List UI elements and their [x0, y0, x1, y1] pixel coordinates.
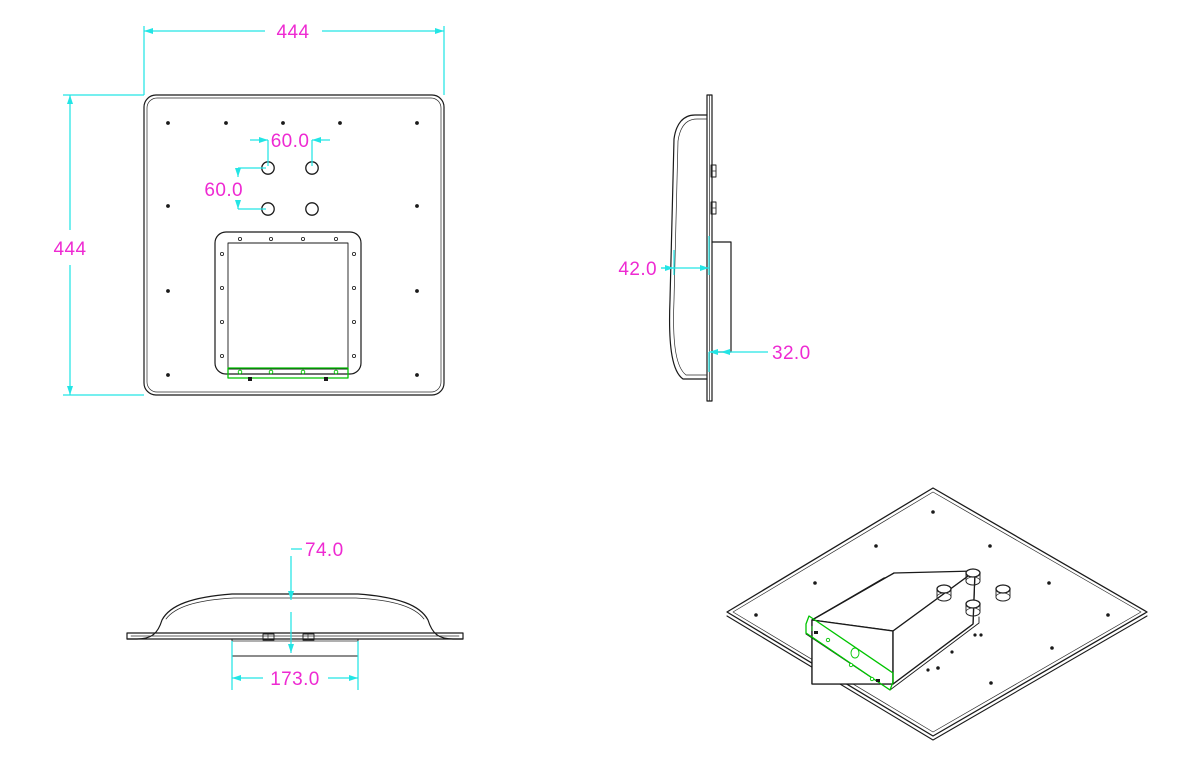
dim-label-side-42: 42.0: [618, 259, 657, 280]
dim-label-side-32: 32.0: [772, 343, 811, 364]
dim-vesa-horizontal: 60.0: [250, 131, 330, 166]
standoff-4: [965, 599, 981, 617]
dim-label-vesa-vertical: 60.0: [204, 180, 243, 201]
standoff-3: [995, 584, 1011, 602]
view-rear: 444 444 60.0: [54, 22, 445, 396]
enclosure-flange-screws: [219, 236, 356, 358]
dim-overall-height: 444: [54, 94, 144, 396]
standoff-2: [936, 584, 952, 602]
iso-green-bracket: [805, 615, 894, 691]
side-connector-tabs: [710, 164, 717, 215]
view-bottom-profile: 74.0 173.0: [126, 540, 464, 690]
side-enclosure-box: [711, 241, 732, 353]
iso-vesa-standoffs: [936, 568, 1011, 617]
rear-green-bracket: [227, 367, 349, 381]
rear-perimeter-screws: [166, 121, 419, 377]
iso-enclosure-box: [811, 570, 976, 685]
view-side: 42.0 32.0: [618, 94, 811, 402]
view-isometric: [726, 487, 1148, 741]
dim-label-profile-173: 173.0: [270, 669, 320, 690]
dim-label-vesa-horizontal: 60.0: [271, 131, 310, 152]
dim-profile-173: 173.0: [231, 641, 359, 690]
vesa-hole-pattern: [261, 161, 319, 216]
dim-label-overall-width: 444: [277, 22, 310, 43]
rear-enclosure-outline: [214, 231, 362, 375]
profile-center-block: [231, 633, 359, 657]
rear-panel-outline: [143, 94, 445, 396]
dim-side-32: 32.0: [708, 343, 811, 372]
dim-vesa-vertical: 60.0: [204, 167, 266, 210]
standoff-1: [965, 568, 981, 586]
dim-profile-74: 74.0: [288, 540, 344, 653]
dim-label-profile-74: 74.0: [305, 540, 344, 561]
side-rear-profile: [669, 114, 708, 380]
dim-side-42: 42.0: [618, 236, 710, 280]
dim-label-overall-height: 444: [54, 239, 87, 260]
dim-overall-width: 444: [143, 22, 445, 95]
profile-body: [126, 593, 464, 640]
